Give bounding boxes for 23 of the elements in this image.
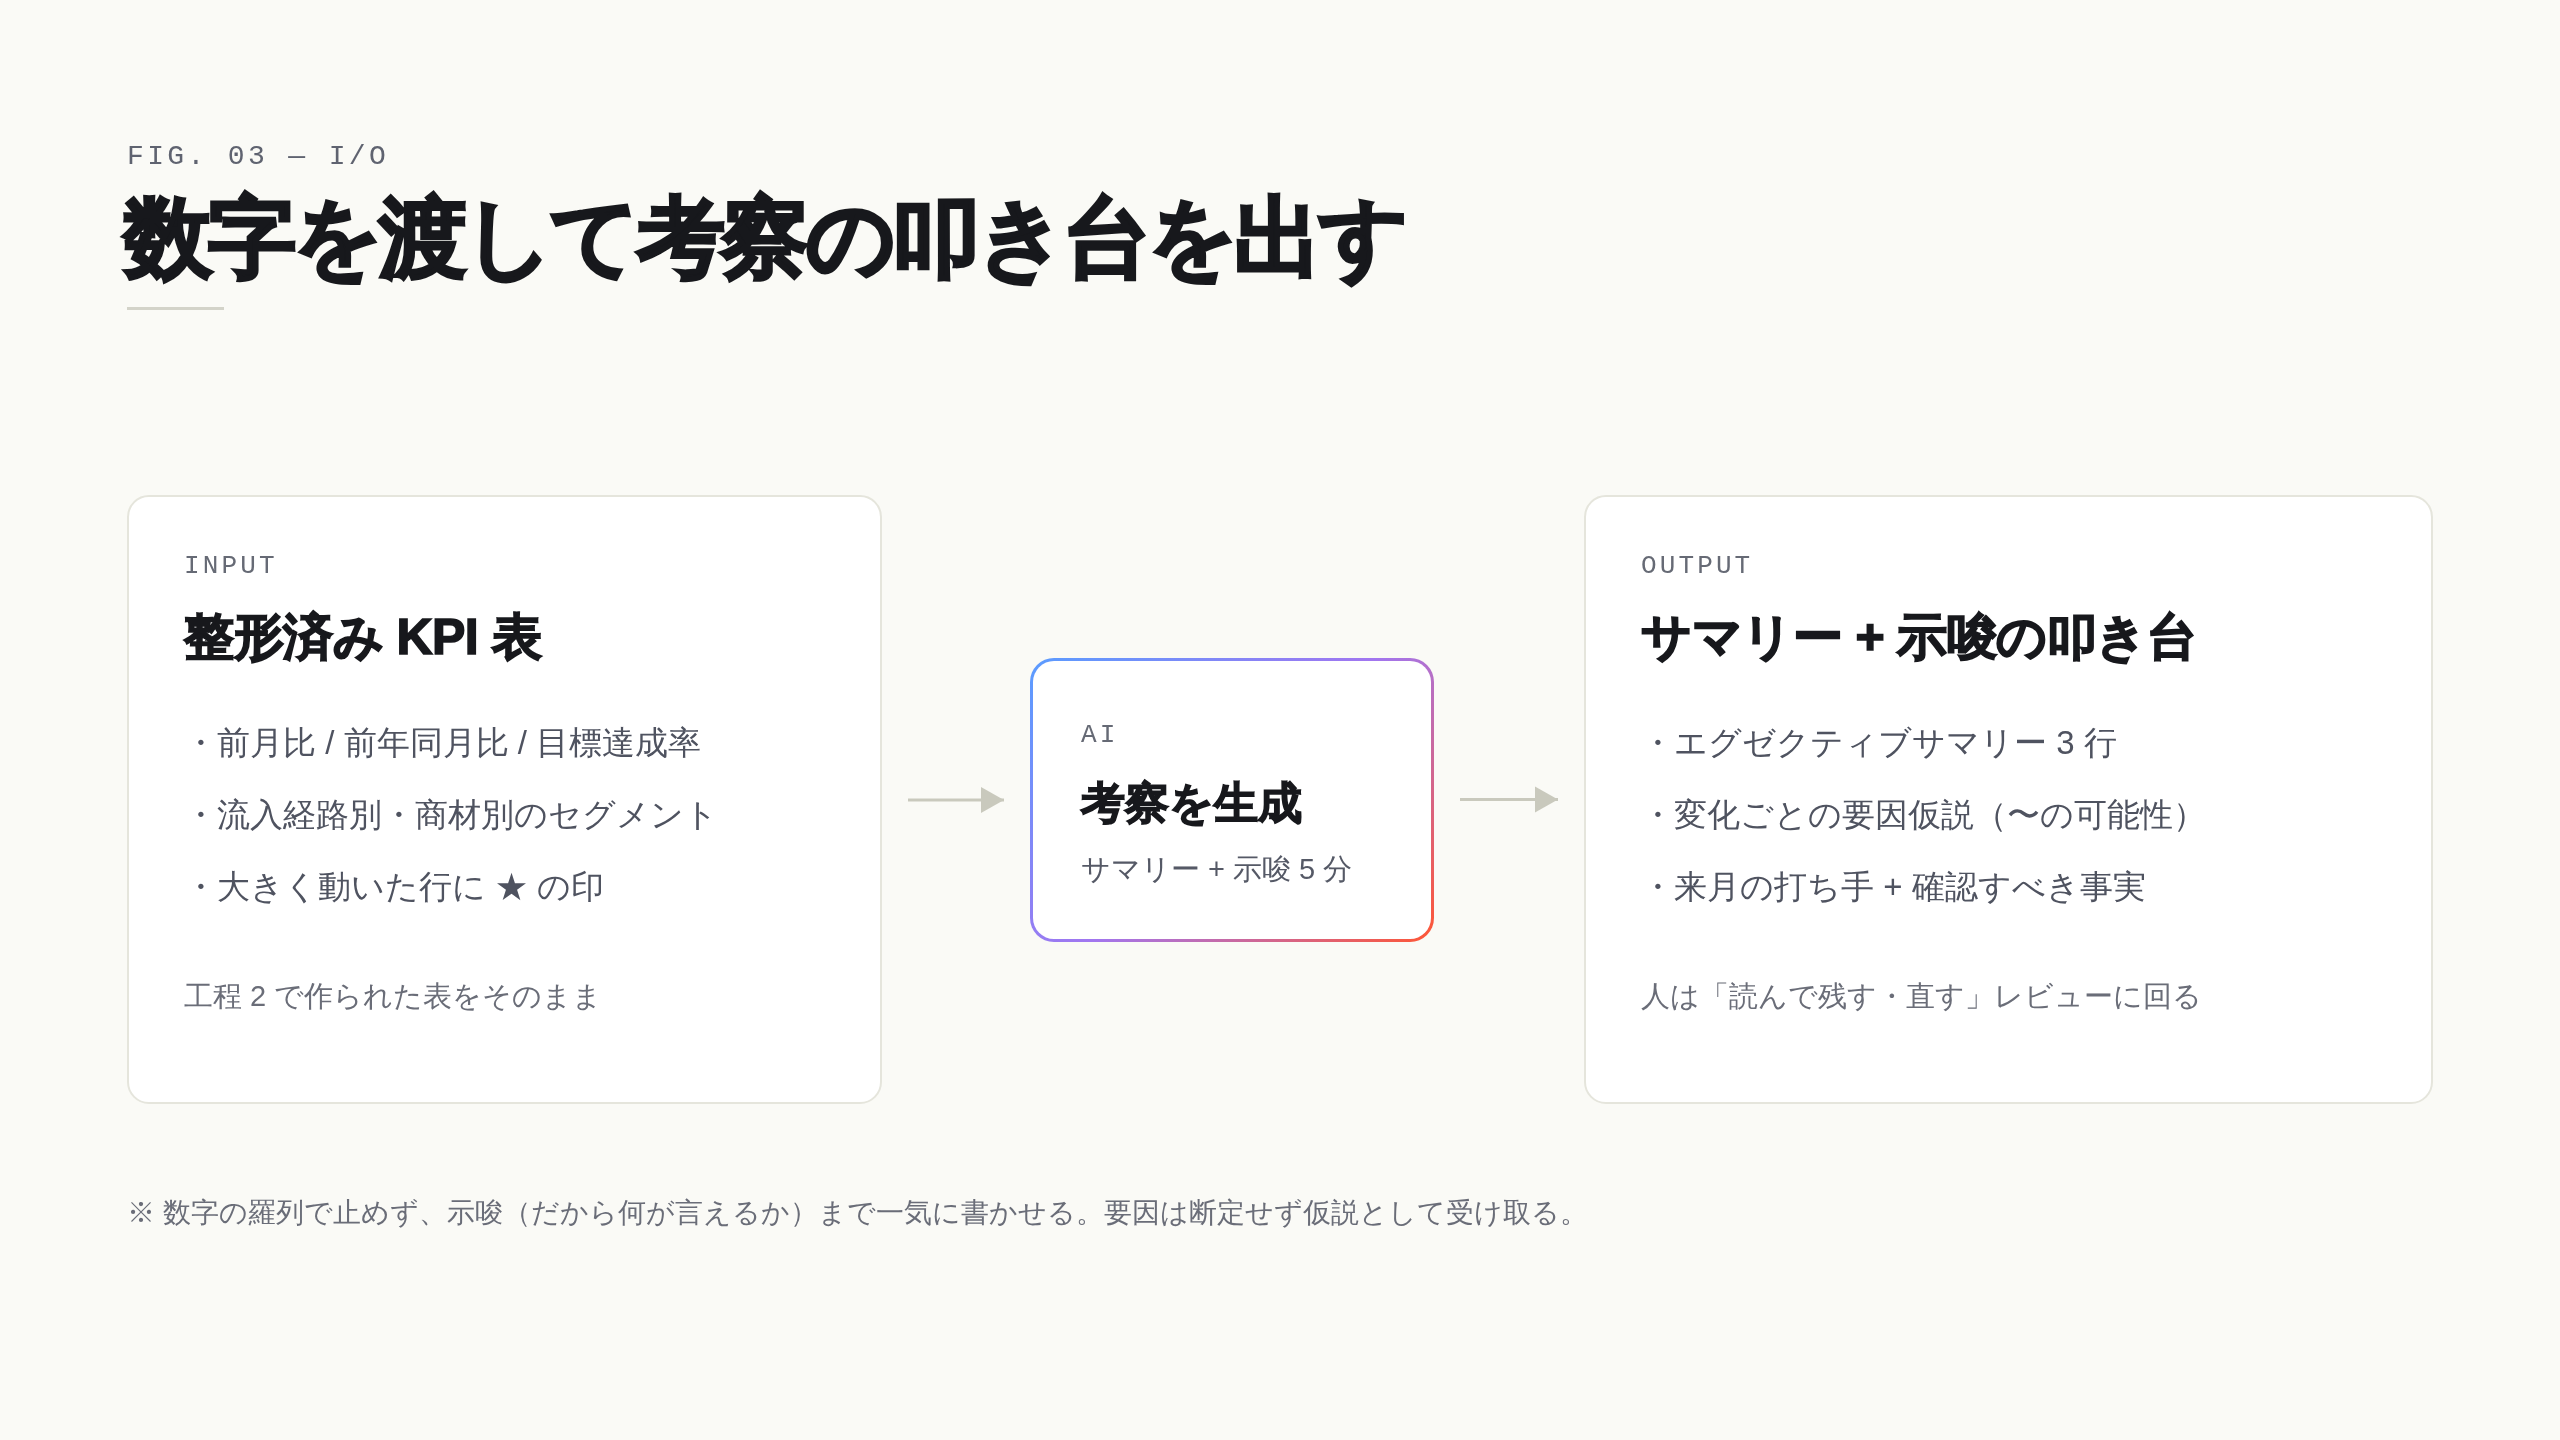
card-heading: 整形済み KPI 表 <box>184 608 542 667</box>
arrow <box>908 787 1004 813</box>
eyebrow-label: AI <box>1081 719 1119 751</box>
card-note: 人は「読んで残す・直す」レビューに回る <box>1641 979 2202 1014</box>
bullet-item: ・来月の打ち手 + 確認すべき事実 <box>1641 867 2146 907</box>
bullet-item: ・エグゼクティブサマリー 3 行 <box>1641 723 2117 763</box>
card-note: 工程 2 で作られた表をそのまま <box>184 979 603 1014</box>
card-subtext: サマリー + 示唆 5 分 <box>1081 852 1353 887</box>
eyebrow-label: OUTPUT <box>1641 550 1754 582</box>
eyebrow-label: INPUT <box>184 550 278 582</box>
info-card <box>1584 495 2433 1104</box>
figure-label: FIG. 03 — I/O <box>127 140 390 174</box>
info-card <box>127 495 882 1104</box>
card-heading: 考察を生成 <box>1081 777 1302 829</box>
footnote: ※ 数字の羅列で止めず、示唆（だから何が言えるか）まで一気に書かせる。要因は断定せず仮説として受け取る。 <box>127 1196 1588 1230</box>
card-heading: サマリー + 示唆の叩き台 <box>1641 608 2197 667</box>
page-title: 数字を渡して考察の叩き台を出す <box>124 189 1406 286</box>
process-card <box>1030 658 1434 942</box>
arrow <box>1460 786 1558 813</box>
bullet-item: ・大きく動いた行に ★ の印 <box>184 867 605 907</box>
bullet-item: ・流入経路別・商材別のセグメント <box>184 795 718 835</box>
bullet-item: ・前月比 / 前年同月比 / 目標達成率 <box>184 723 701 763</box>
bullet-item: ・変化ごとの要因仮説（〜の可能性） <box>1641 795 2206 835</box>
